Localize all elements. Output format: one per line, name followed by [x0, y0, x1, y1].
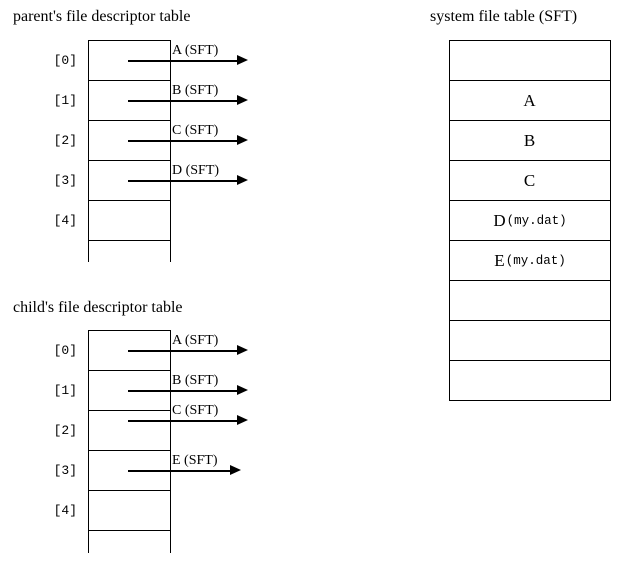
parent-fd-index-3: [3] [53, 172, 77, 188]
parent-pointer-line-0 [128, 60, 238, 62]
child-fd-index-4: [4] [53, 502, 77, 518]
sft-entry-3: C [523, 170, 536, 190]
sft-row-3: C [450, 161, 610, 201]
parent-fd-row-0: [0] [54, 41, 170, 81]
parent-pointer-label-3: D (SFT) [172, 163, 220, 178]
child-pointer-1: B (SFT) [128, 373, 248, 401]
child-pointer-line-2 [128, 420, 238, 422]
child-fd-index-0: [0] [53, 342, 77, 358]
child-fd-index-2: [2] [53, 422, 77, 438]
parent-pointer-2: C (SFT) [128, 123, 248, 151]
child-pointer-label-0: A (SFT) [172, 333, 219, 348]
sft-entry-2: B [523, 130, 536, 150]
arrow-head-icon [237, 384, 248, 395]
parent-fd-index-4: [4] [53, 212, 77, 228]
arrow-head-icon [230, 464, 241, 475]
parent-pointer-label-2: C (SFT) [172, 123, 219, 138]
sft-row-8 [450, 361, 610, 401]
parent-pointer-line-3 [128, 180, 238, 182]
parent-pointer-line-1 [128, 100, 238, 102]
child-pointer-3: E (SFT) [128, 453, 242, 481]
parent-fd-row-5 [89, 241, 170, 262]
arrow-head-icon [237, 344, 248, 355]
arrow-head-icon [237, 134, 248, 145]
child-fd-row-1: [1] [54, 371, 170, 411]
sft-row-5: E (my.dat) [450, 241, 610, 281]
parent-fd-table: [0] [1] [2] [3] [4] [54, 40, 171, 262]
sft-entry-1: A [523, 90, 536, 110]
child-fd-row-4: [4] [54, 491, 170, 531]
parent-fd-index-0: [0] [53, 52, 77, 68]
sft-row-4: D (my.dat) [450, 201, 610, 241]
parent-pointer-label-0: A (SFT) [172, 43, 219, 58]
parent-fd-index-2: [2] [53, 132, 77, 148]
parent-fd-index-1: [1] [53, 92, 77, 108]
child-table-title: child's file descriptor table [13, 299, 183, 316]
sft-entry-5: E [494, 250, 505, 270]
sft-row-0 [450, 41, 610, 81]
sft-file-4: (my.dat) [506, 213, 567, 228]
parent-table-title: parent's file descriptor table [13, 8, 191, 25]
child-pointer-line-3 [128, 470, 231, 472]
child-fd-table: [0] [1] [2] [3] [4] [54, 330, 171, 553]
child-pointer-line-0 [128, 350, 238, 352]
sft-row-1: A [450, 81, 610, 121]
parent-fd-row-3: [3] [54, 161, 170, 201]
child-pointer-line-1 [128, 390, 238, 392]
arrow-head-icon [237, 94, 248, 105]
child-fd-row-5 [89, 531, 170, 553]
child-pointer-label-1: B (SFT) [172, 373, 219, 388]
child-fd-index-3: [3] [53, 462, 77, 478]
parent-fd-row-4: [4] [54, 201, 170, 241]
parent-fd-row-1: [1] [54, 81, 170, 121]
child-pointer-2: C (SFT) [128, 403, 248, 431]
parent-pointer-0: A (SFT) [128, 43, 248, 71]
sft-file-5: (my.dat) [505, 253, 566, 268]
parent-fd-row-2: [2] [54, 121, 170, 161]
child-pointer-label-3: E (SFT) [172, 453, 218, 468]
arrow-head-icon [237, 414, 248, 425]
sft-title: system file table (SFT) [430, 8, 578, 25]
child-fd-row-3: [3] [54, 451, 170, 491]
arrow-head-icon [237, 174, 248, 185]
parent-pointer-line-2 [128, 140, 238, 142]
sft-row-7 [450, 321, 610, 361]
arrow-head-icon [237, 54, 248, 65]
parent-pointer-label-1: B (SFT) [172, 83, 219, 98]
sft-row-6 [450, 281, 610, 321]
child-pointer-0: A (SFT) [128, 333, 248, 361]
sft-entry-4: D [493, 210, 506, 230]
child-fd-row-2: [2] [54, 411, 170, 451]
parent-pointer-3: D (SFT) [128, 163, 248, 191]
child-fd-index-1: [1] [53, 382, 77, 398]
parent-pointer-1: B (SFT) [128, 83, 248, 111]
sft-row-2: B [450, 121, 610, 161]
child-fd-row-0: [0] [54, 331, 170, 371]
child-pointer-label-2: C (SFT) [172, 403, 219, 418]
system-file-table: A B C D (my.dat) E (my.dat) [449, 40, 611, 401]
